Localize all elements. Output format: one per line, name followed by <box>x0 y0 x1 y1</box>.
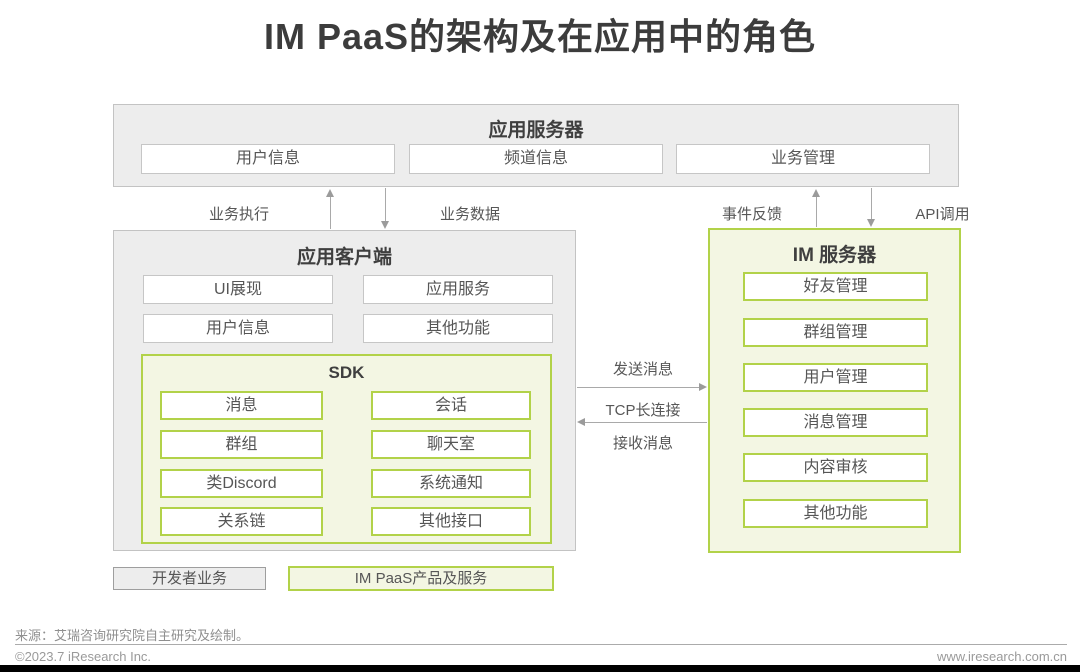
arrow-receive-message-icon <box>577 418 707 427</box>
label-business-data: 业务数据 <box>439 206 500 223</box>
app-client-item-ui: UI展现 <box>143 275 333 304</box>
sdk-panel: SDK 消息 会话 群组 聊天室 类Discord 系统通知 关系链 其他接口 <box>141 354 552 544</box>
label-event-feedback: 事件反馈 <box>721 206 782 223</box>
sdk-item-other-api: 其他接口 <box>371 507 531 536</box>
app-client-title: 应用客户端 <box>296 247 392 268</box>
page-title: IM PaaS的架构及在应用中的角色 <box>263 16 817 57</box>
arrow-business-data-down-icon <box>381 188 390 229</box>
arrow-api-call-down-icon <box>867 188 876 227</box>
label-business-exec: 业务执行 <box>208 206 269 223</box>
app-server-item-user-info: 用户信息 <box>141 144 395 174</box>
im-server-title: IM 服务器 <box>792 245 877 266</box>
legend-developer-box: 开发者业务 <box>113 567 266 590</box>
sdk-item-relationship: 关系链 <box>160 507 323 536</box>
arrow-send-message-icon <box>577 383 707 392</box>
footer-website: www.iresearch.com.cn <box>936 649 1067 664</box>
app-client-item-user-info: 用户信息 <box>143 314 333 343</box>
footer-source: 来源：艾瑞咨询研究院自主研究及绘制。 <box>15 628 250 643</box>
im-server-item-message-mgmt: 消息管理 <box>743 408 928 437</box>
sdk-item-discord-like: 类Discord <box>160 469 323 498</box>
sdk-item-message: 消息 <box>160 391 323 420</box>
app-server-panel: 应用服务器 用户信息 频道信息 业务管理 <box>113 104 959 187</box>
footer-divider <box>15 644 1067 645</box>
arrow-business-exec-up-icon <box>326 189 335 229</box>
app-client-item-app-service: 应用服务 <box>363 275 553 304</box>
label-api-call: API调用 <box>915 206 970 223</box>
sdk-item-group: 群组 <box>160 430 323 459</box>
im-server-item-content-review: 内容审核 <box>743 453 928 482</box>
label-tcp-connection: TCP长连接 <box>605 402 681 419</box>
app-server-title: 应用服务器 <box>488 120 584 141</box>
arrow-event-feedback-up-icon <box>812 189 821 227</box>
im-server-item-friend-mgmt: 好友管理 <box>743 272 928 301</box>
app-server-item-channel-info: 频道信息 <box>409 144 663 174</box>
im-server-item-user-mgmt: 用户管理 <box>743 363 928 392</box>
footer-black-bar <box>0 665 1080 672</box>
app-client-panel: 应用客户端 UI展现 应用服务 用户信息 其他功能 SDK 消息 会话 群组 聊… <box>113 230 576 551</box>
footer-copyright: ©2023.7 iResearch Inc. <box>15 649 152 664</box>
sdk-item-conversation: 会话 <box>371 391 531 420</box>
im-server-item-other: 其他功能 <box>743 499 928 528</box>
im-server-panel: IM 服务器 好友管理 群组管理 用户管理 消息管理 内容审核 其他功能 <box>708 228 961 553</box>
im-server-item-group-mgmt: 群组管理 <box>743 318 928 347</box>
label-send-message: 发送消息 <box>612 361 673 378</box>
app-server-item-business-mgmt: 业务管理 <box>676 144 930 174</box>
legend-impaas-box: IM PaaS产品及服务 <box>288 566 554 591</box>
app-client-item-other: 其他功能 <box>363 314 553 343</box>
sdk-item-system-notice: 系统通知 <box>371 469 531 498</box>
sdk-title: SDK <box>328 363 365 382</box>
sdk-item-chatroom: 聊天室 <box>371 430 531 459</box>
label-receive-message: 接收消息 <box>612 435 673 452</box>
